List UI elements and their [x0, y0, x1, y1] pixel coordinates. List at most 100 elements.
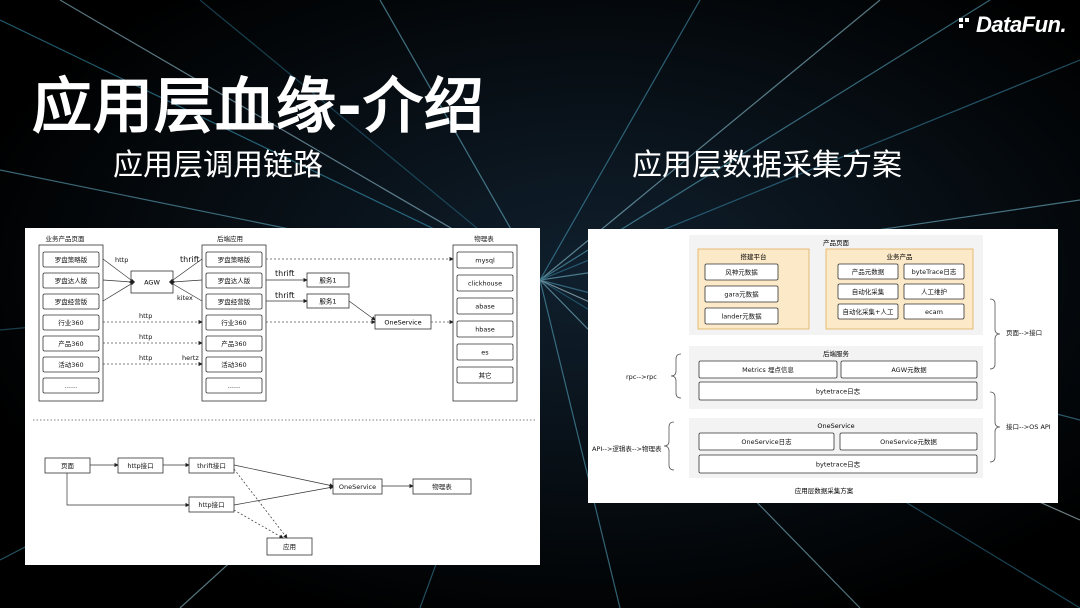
os-bytetrace-label: bytetrace日志: [816, 459, 861, 468]
table-item-0-label: mysql: [475, 256, 495, 264]
flow-app-label: 应用: [283, 542, 296, 551]
os-log: OneService日志: [698, 432, 835, 451]
backend-agw-meta-label: AGW元数据: [891, 365, 927, 374]
backend-agw-meta-box: [840, 360, 978, 379]
label-http-top: http: [115, 256, 128, 264]
build-item-0-box: [704, 263, 779, 281]
label-http-activity: http: [139, 354, 152, 362]
product-item-6-box: [42, 377, 100, 394]
product-item-4: 产品360: [42, 335, 100, 352]
biz-item-1-box: [903, 263, 965, 280]
table-item-4-label: es: [481, 348, 489, 356]
backend-item-3-label: 行业360: [221, 318, 246, 327]
backend-item-6-label: ......: [228, 382, 240, 390]
table-item-5: 其它: [456, 366, 514, 384]
backend-service-label: 后端服务: [823, 349, 850, 358]
biz-item-1-label: byteTrace日志: [912, 267, 957, 276]
build-item-2: lander元数据: [704, 307, 779, 325]
label-hertz: hertz: [182, 354, 199, 362]
product-item-1-box: [42, 272, 100, 289]
call-chain-diagram: 业务产品页面 后端应用 物理表 罗盘策略版罗盘达人版罗盘经营版行业360产品36…: [33, 234, 535, 556]
table-item-2-label: abase: [475, 302, 494, 310]
build-item-1-label: gara元数据: [724, 289, 759, 298]
label-thrift-top: thrift: [180, 255, 200, 264]
product-item-3-box: [42, 314, 100, 331]
backend-item-1: 罗盘达人版: [205, 272, 263, 289]
os-meta-box: [839, 432, 978, 451]
table-item-0: mysql: [456, 251, 514, 269]
product-item-2: 罗盘经营版: [42, 293, 100, 310]
os-bytetrace-box: [698, 454, 978, 474]
biz-item-3: 人工维护: [903, 283, 965, 300]
table-item-3-box: [456, 320, 514, 338]
backend-item-2: 罗盘经营版: [205, 293, 263, 310]
label-kitex: kitex: [177, 294, 193, 302]
product-item-5-box: [42, 356, 100, 373]
build-item-2-label: lander元数据: [721, 311, 762, 320]
os-log-box: [698, 432, 835, 451]
label-http-industry: http: [139, 312, 152, 320]
build-item-1-box: [704, 285, 779, 303]
backend-item-5: 活动360: [205, 356, 263, 373]
backend-item-3-box: [205, 314, 263, 331]
junction-diamond-right: [169, 279, 175, 285]
biz-item-2: 自动化采集: [837, 283, 899, 300]
table-item-4-box: [456, 343, 514, 361]
flow-edge-http2-oneservice: [233, 485, 334, 506]
datafun-logo-mark: [959, 18, 969, 28]
flow-http-iface2-label: http接口: [198, 500, 224, 509]
backend-metrics: Metrics 埋点信息: [698, 360, 838, 379]
product-item-4-label: 产品360: [58, 339, 83, 348]
biz-product-items: 产品元数据 byteTrace日志自动化采集人工维护自动化采集+人工 ecam: [837, 263, 965, 320]
flow-http-iface1-label: http接口: [127, 461, 153, 470]
backend-item-3: 行业360: [205, 314, 263, 331]
table-item-2-box: [456, 297, 514, 315]
biz-item-0-label: 产品元数据: [852, 267, 885, 276]
product-item-2-label: 罗盘经营版: [55, 297, 88, 306]
backend-bytetrace-label: bytetrace日志: [816, 386, 861, 395]
header-products: 业务产品页面: [46, 234, 86, 243]
biz-item-3-box: [903, 283, 965, 300]
backend-item-0-label: 罗盘策略版: [218, 255, 251, 264]
biz-item-5-label: ecam: [925, 308, 943, 316]
products-column-frame: [38, 244, 104, 402]
flow-thrift-iface-label: thrift接口: [197, 461, 226, 470]
biz-item-4: 自动化采集+人工: [837, 303, 899, 320]
table-item-1: clickhouse: [456, 274, 514, 292]
table-item-5-label: 其它: [479, 370, 492, 379]
edge-product2-agw: [102, 279, 132, 283]
build-item-2-box: [704, 307, 779, 325]
label-thrift-service1: thrift: [275, 269, 295, 278]
edge-agw-backend3: [172, 283, 203, 302]
logo-text: DataFun.: [976, 12, 1067, 37]
backend-service-items: Metrics 埋点信息 AGW元数据 bytetrace日志: [698, 360, 978, 401]
backend-item-1-label: 罗盘达人版: [218, 276, 251, 285]
build-item-0: 风神元数据: [704, 263, 779, 281]
flow-edge-thrift-app: [233, 468, 288, 539]
table-item-1-label: clickhouse: [468, 279, 502, 287]
product-item-0: 罗盘策略版: [42, 251, 100, 268]
product-item-1: 罗盘达人版: [42, 272, 100, 289]
os-log-label: OneService日志: [741, 437, 792, 446]
biz-item-4-box: [837, 303, 899, 320]
backend-item-5-box: [205, 356, 263, 373]
header-backends: 后端应用: [217, 234, 243, 243]
label-thrift-service2: thrift: [275, 291, 295, 300]
brace-page-iface: [989, 298, 1001, 370]
table-item-3: hbase: [456, 320, 514, 338]
product-item-5-label: 活动360: [58, 360, 83, 369]
biz-item-5: ecam: [903, 303, 965, 320]
flow-edge-page-http2: [66, 473, 190, 508]
biz-item-4-label: 自动化采集+人工: [843, 307, 894, 316]
backend-item-4-box: [205, 335, 263, 352]
flow-page-box: [44, 457, 91, 474]
edge-service-oneservice: [348, 300, 376, 321]
backend-bytetrace: bytetrace日志: [698, 381, 978, 401]
os-meta-label: OneService元数据: [880, 437, 937, 446]
backend-item-6: ......: [205, 377, 263, 394]
backend-item-0-box: [205, 251, 263, 268]
build-item-0-label: 风神元数据: [725, 267, 758, 276]
service1-label-a: 服务1: [319, 276, 336, 285]
